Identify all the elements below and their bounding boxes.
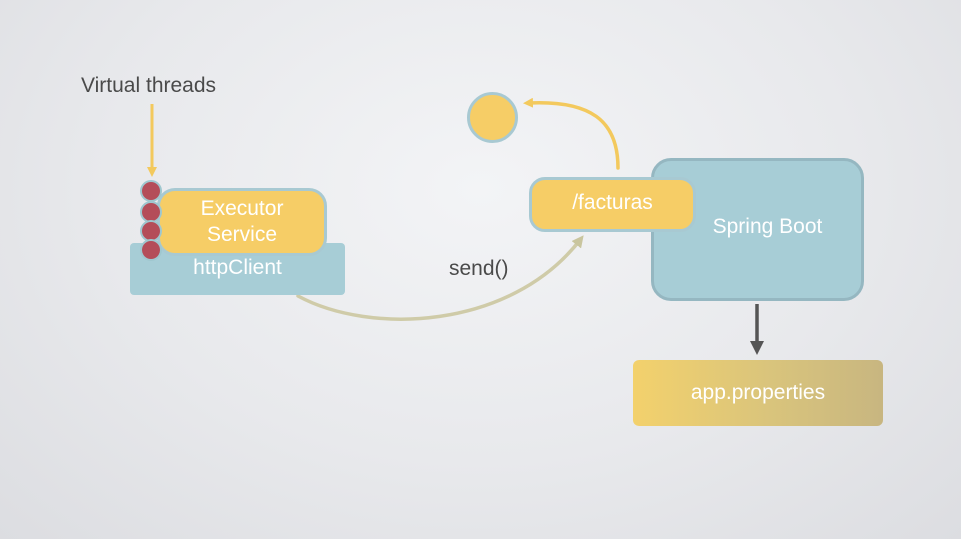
executor-label-line2: Service bbox=[206, 223, 278, 246]
app-properties-box: app.properties bbox=[633, 360, 883, 426]
app-properties-label: app.properties bbox=[690, 380, 826, 404]
http-client-label: httpClient bbox=[193, 255, 282, 279]
executor-label-line1: Executor bbox=[200, 196, 284, 220]
virtual-threads-label: Virtual threads bbox=[81, 74, 217, 97]
send-label: send() bbox=[449, 257, 509, 280]
response-circle bbox=[467, 92, 518, 143]
virtual-thread-node bbox=[140, 239, 162, 261]
facturas-endpoint-box: /facturas bbox=[529, 177, 696, 232]
executor-service-box: Executor Service bbox=[157, 188, 327, 256]
response-arrow bbox=[523, 97, 620, 170]
send-arrow bbox=[296, 235, 584, 321]
facturas-label: /facturas bbox=[572, 191, 653, 215]
spring-boot-label: Spring Boot bbox=[712, 215, 823, 239]
virtual-thread-node bbox=[140, 180, 162, 202]
